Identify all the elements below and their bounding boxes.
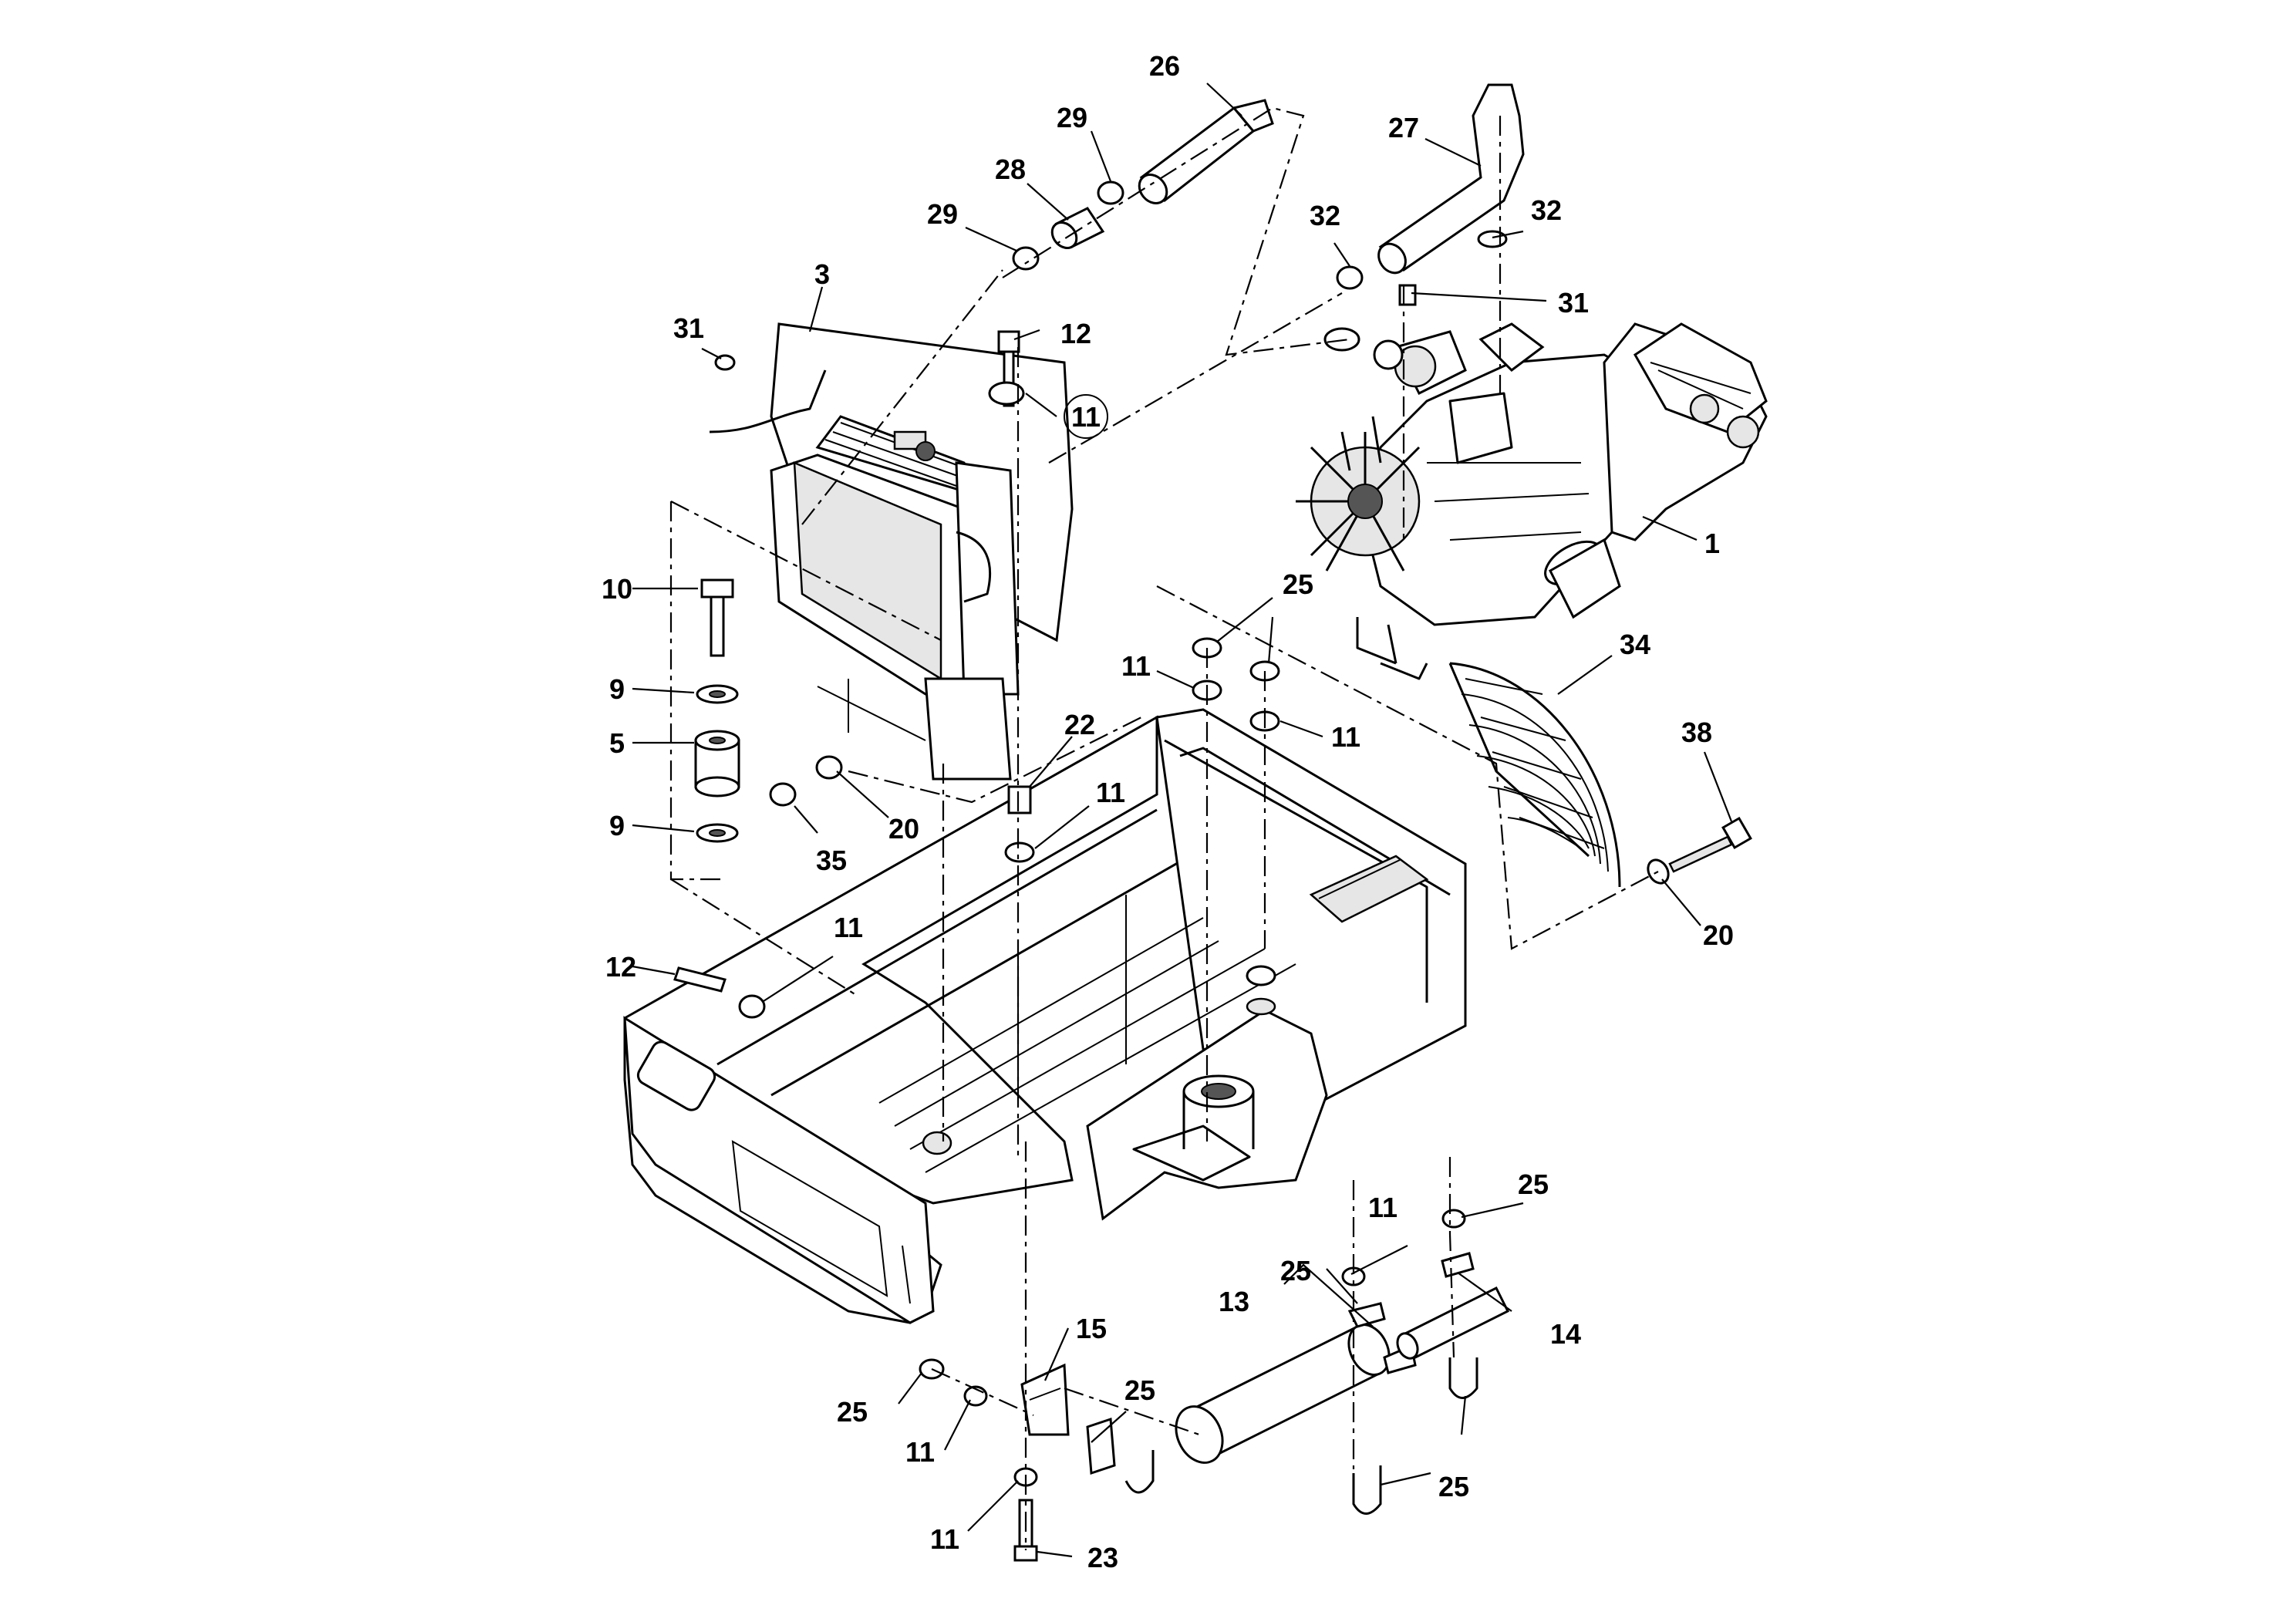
chassis-frame — [623, 708, 1467, 1324]
callout-25: 25 — [837, 1396, 868, 1428]
callout-38: 38 — [1681, 717, 1712, 748]
callout-11: 11 — [1121, 650, 1151, 682]
callout-28: 28 — [995, 153, 1026, 185]
engine-mount-stack — [694, 578, 740, 843]
callout-labels: 26 29 28 29 27 32 32 31 3 31 12 11 1 10 … — [602, 50, 1734, 1573]
callout-35: 35 — [816, 845, 847, 876]
callout-5: 5 — [609, 727, 625, 759]
callout-3: 3 — [814, 258, 830, 290]
callout-10: 10 — [602, 573, 632, 605]
leader-lines — [632, 83, 1733, 1558]
callout-12: 12 — [1060, 318, 1091, 349]
callout-27: 27 — [1388, 112, 1419, 143]
callout-9: 9 — [609, 810, 625, 841]
callout-29: 29 — [927, 198, 958, 230]
callout-12: 12 — [605, 951, 636, 983]
callout-32: 32 — [1310, 200, 1340, 231]
callout-11: 11 — [1368, 1192, 1397, 1223]
fan-guard — [1448, 662, 1752, 888]
engine-assembly — [1296, 322, 1768, 680]
circled-callout-ring — [1064, 394, 1108, 439]
callout-13: 13 — [1219, 1286, 1249, 1317]
callout-11-circled: 11 — [1071, 401, 1101, 433]
callout-11: 11 — [834, 912, 863, 943]
callout-14: 14 — [1550, 1318, 1581, 1350]
callout-11: 11 — [1331, 721, 1360, 753]
callout-11: 11 — [905, 1436, 935, 1468]
callout-20: 20 — [888, 813, 919, 845]
callout-20: 20 — [1703, 919, 1734, 951]
muffler-assembly — [919, 1209, 1510, 1562]
callout-11: 11 — [1096, 777, 1125, 808]
callout-25: 25 — [1283, 568, 1313, 600]
callout-1: 1 — [1704, 528, 1720, 559]
callout-22: 22 — [1064, 709, 1095, 740]
callout-23: 23 — [1087, 1542, 1118, 1573]
callout-29: 29 — [1057, 102, 1087, 133]
callout-25: 25 — [1438, 1471, 1469, 1502]
callout-31: 31 — [673, 312, 704, 344]
callout-26: 26 — [1149, 50, 1180, 82]
callout-15: 15 — [1076, 1313, 1107, 1344]
callout-25: 25 — [1518, 1168, 1549, 1200]
callout-25: 25 — [1280, 1255, 1311, 1286]
callout-9: 9 — [609, 673, 625, 705]
callout-32: 32 — [1531, 194, 1562, 226]
callout-25: 25 — [1124, 1374, 1155, 1406]
callout-11: 11 — [930, 1523, 959, 1555]
callout-34: 34 — [1620, 629, 1650, 660]
callout-31: 31 — [1558, 287, 1589, 319]
